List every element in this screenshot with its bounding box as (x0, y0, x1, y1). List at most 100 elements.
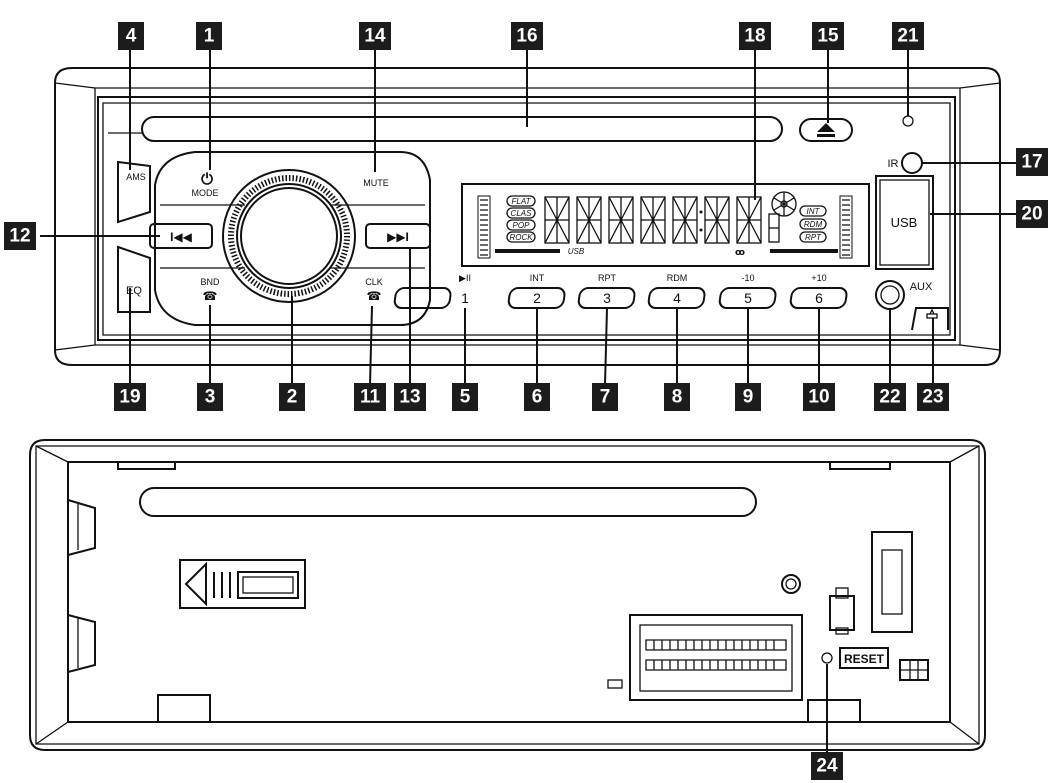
svg-text:BND: BND (200, 277, 220, 287)
callout-17: 17 (1016, 148, 1048, 176)
svg-text:IR: IR (888, 158, 899, 170)
callout-6: 6 (524, 383, 550, 411)
preset-key-5[interactable]: -10 5 (718, 273, 777, 309)
svg-text:RPT: RPT (598, 273, 617, 283)
callout-14: 14 (359, 22, 391, 50)
rear-switch[interactable] (899, 659, 929, 681)
callout-2: 2 (279, 383, 305, 411)
phone-answer-icon: ☎ (203, 289, 218, 303)
svg-text:6: 6 (532, 387, 543, 408)
svg-text:21: 21 (897, 26, 919, 47)
mute-button[interactable]: MUTE (363, 178, 389, 188)
play-mode-tags: INT RDM RPT (799, 205, 827, 243)
eject-icon (817, 123, 835, 137)
svg-text:2: 2 (533, 290, 541, 306)
svg-text:CLAS: CLAS (511, 209, 533, 218)
svg-text:3: 3 (205, 387, 216, 408)
svg-text:19: 19 (119, 387, 140, 408)
back-panel: RESET (29, 439, 986, 751)
callout-15: 15 (812, 22, 844, 50)
callout-24: 24 (811, 752, 843, 780)
skip-back-icon: I◀◀ (170, 230, 193, 244)
front-panel: AMS EQ ⏻ MODE MUTE I◀◀ ▶▶I BND (54, 67, 1001, 366)
svg-text:RESET: RESET (844, 652, 885, 666)
ams-button[interactable]: AMS (117, 160, 151, 224)
svg-text:8: 8 (672, 387, 683, 408)
iso-connector (607, 614, 803, 701)
svg-text:MODE: MODE (192, 188, 219, 198)
svg-text:18: 18 (744, 26, 765, 47)
release-arrow-tag (179, 559, 306, 609)
callout-4: 4 (118, 22, 144, 50)
band-answer-button[interactable]: BND ☎ (200, 277, 220, 303)
svg-text:RDM: RDM (667, 273, 688, 283)
svg-text:INT: INT (807, 207, 821, 216)
preset-key-2[interactable]: INT 2 (507, 273, 566, 309)
preset-key-6[interactable]: +10 6 (789, 273, 848, 309)
rear-slot (139, 487, 757, 517)
svg-text:AMS: AMS (126, 172, 146, 182)
preset-key-4[interactable]: RDM 4 (647, 273, 706, 309)
callout-9: 9 (735, 383, 761, 411)
eq-mode-tags: FLAT CLAS POP ROCK (506, 195, 536, 243)
loud-icon: ꝏ (735, 247, 745, 257)
svg-text:FLAT: FLAT (512, 197, 532, 206)
callout-5: 5 (452, 383, 478, 411)
callout-16: 16 (511, 22, 543, 50)
callout-3: 3 (197, 383, 223, 411)
svg-text:1: 1 (204, 26, 215, 47)
svg-text:+10: +10 (811, 273, 826, 283)
lcd-display: FLAT CLAS POP ROCK (461, 183, 870, 267)
svg-text:4: 4 (673, 290, 681, 306)
preset-keys: ▶II 1 INT 2 RPT 3 RDM 4 -10 (393, 273, 848, 309)
reset-button[interactable]: RESET (821, 647, 889, 669)
svg-text:12: 12 (9, 226, 30, 247)
power-icon: ⏻ (201, 171, 213, 188)
callout-21: 21 (892, 22, 924, 50)
right-level-meter (839, 195, 853, 259)
release-icon (926, 308, 938, 319)
svg-text:6: 6 (815, 290, 823, 306)
svg-text:11: 11 (360, 387, 381, 408)
volume-knob[interactable] (222, 169, 356, 303)
cd-slot[interactable] (141, 116, 783, 142)
callout-13: 13 (394, 383, 426, 411)
next-track-button[interactable]: ▶▶I (365, 223, 431, 249)
preset-key-3[interactable]: RPT 3 (577, 273, 636, 309)
svg-text:13: 13 (399, 387, 420, 408)
svg-text:-10: -10 (741, 273, 754, 283)
callout-23: 23 (917, 383, 949, 411)
panel-release-button[interactable] (911, 307, 949, 331)
ir-sensor: IR (888, 152, 923, 174)
svg-text:AUX: AUX (910, 281, 933, 293)
svg-text:23: 23 (922, 387, 943, 408)
reset-indicator (902, 115, 914, 127)
preset-key-1[interactable]: ▶II 1 (393, 273, 471, 309)
disc-icon (771, 191, 797, 217)
svg-text:10: 10 (808, 387, 829, 408)
svg-text:14: 14 (364, 26, 386, 47)
svg-text:RPT: RPT (805, 233, 822, 242)
svg-text:USB: USB (891, 215, 918, 230)
aux-jack[interactable]: AUX (875, 280, 933, 310)
svg-text:ROCK: ROCK (509, 233, 533, 242)
svg-text:▶II: ▶II (459, 273, 471, 283)
lcd-digits (544, 196, 762, 244)
svg-text:20: 20 (1021, 204, 1042, 225)
skip-forward-icon: ▶▶I (387, 230, 409, 244)
callout-20: 20 (1016, 200, 1048, 228)
svg-text:22: 22 (879, 387, 900, 408)
clock-hangup-button[interactable]: CLK ☎ (365, 277, 383, 303)
eq-button[interactable]: EQ (117, 245, 151, 313)
callout-22: 22 (874, 383, 906, 411)
fuse (829, 587, 855, 635)
svg-text:3: 3 (603, 290, 611, 306)
eject-button[interactable] (799, 118, 853, 142)
usb-port[interactable]: USB (875, 175, 934, 270)
svg-text:CLK: CLK (365, 277, 383, 287)
callout-12: 12 (4, 222, 36, 250)
mode-power-button[interactable]: ⏻ MODE (192, 171, 219, 198)
svg-text:RDM: RDM (804, 220, 823, 229)
leader-lines (40, 48, 1020, 752)
